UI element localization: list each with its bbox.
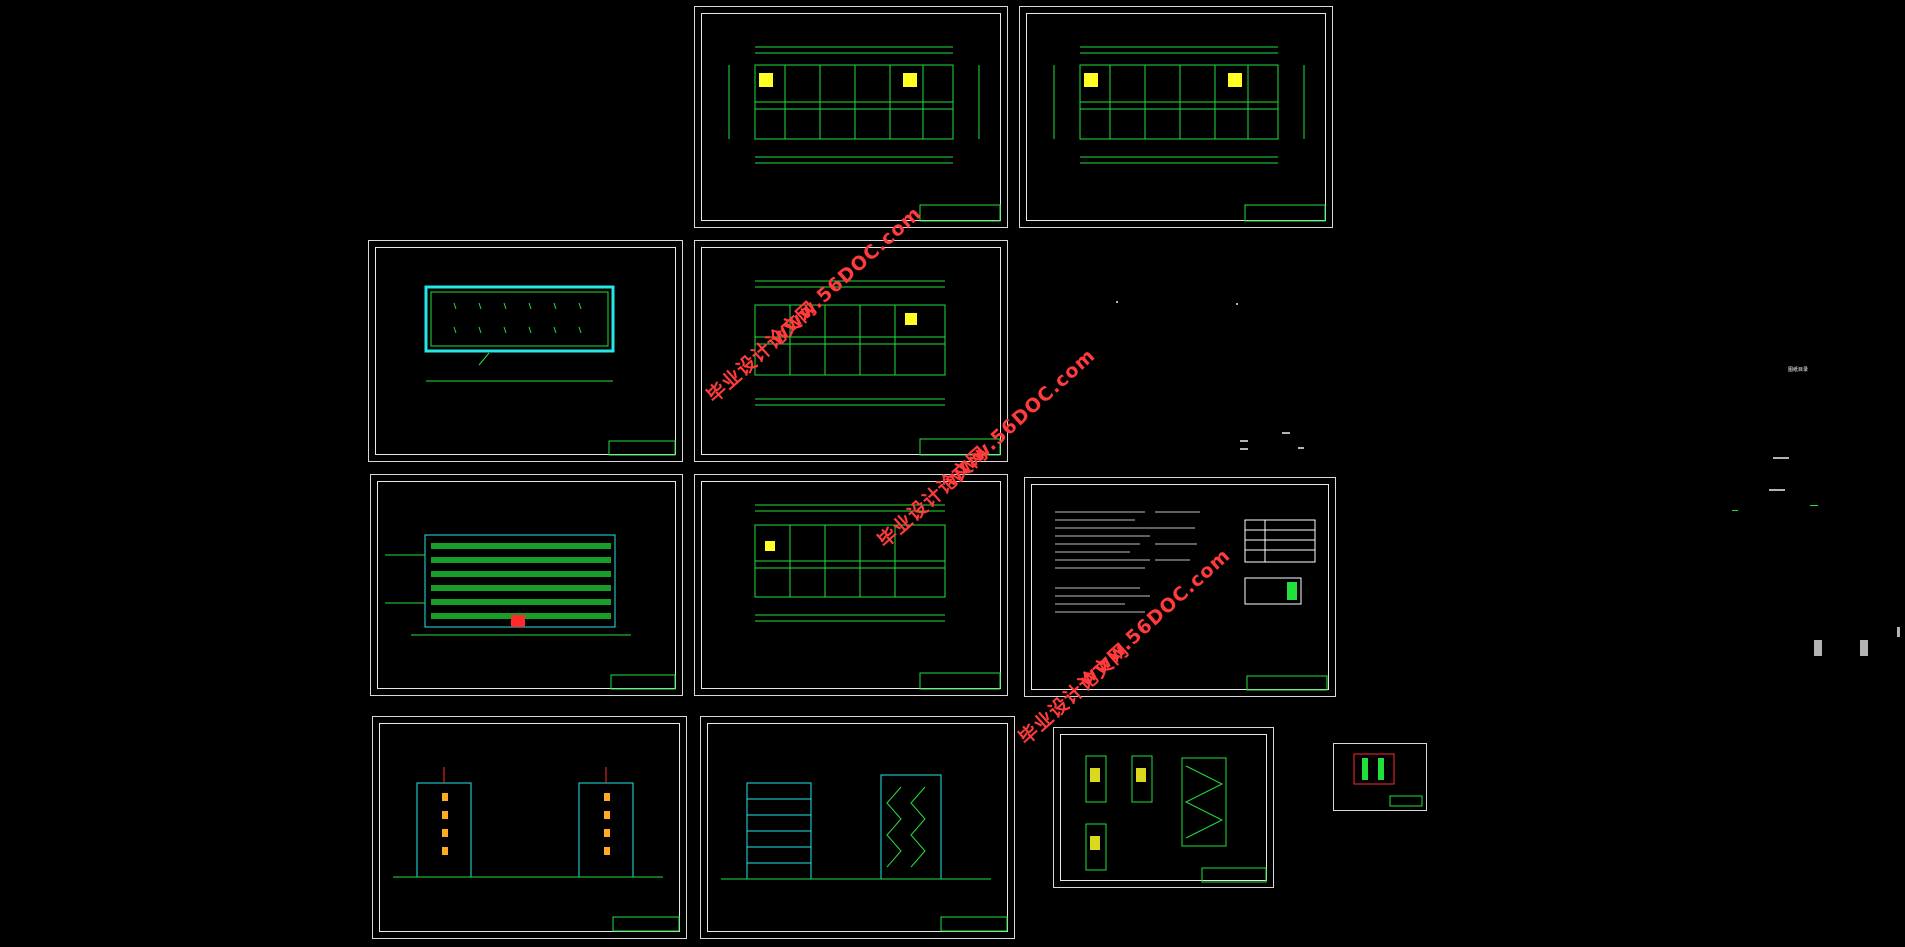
sheet-border	[377, 481, 676, 689]
floor-plan-drawing	[754, 504, 1001, 690]
section-drawing	[721, 774, 1008, 932]
drawing-sheet-stair-details[interactable]	[1053, 727, 1274, 888]
sheet-border	[701, 481, 1001, 689]
roof-plan-drawing	[424, 285, 676, 456]
drawing-sheet-sections[interactable]	[700, 716, 1015, 939]
sheet-border	[379, 723, 680, 932]
drawing-sheet-detail-small[interactable]	[1333, 743, 1427, 811]
sheet-border	[375, 247, 676, 455]
side-elevation-drawing	[393, 767, 680, 932]
sheet-border	[701, 247, 1001, 455]
sheet-border	[1060, 734, 1267, 881]
drawing-sheet-roof-plan[interactable]	[368, 240, 683, 462]
small-detail-drawing	[1353, 753, 1423, 807]
drawing-sheet-plan-a[interactable]	[694, 6, 1008, 228]
sheet-border	[707, 723, 1008, 932]
floor-plan-drawing	[728, 46, 1001, 222]
drawing-sheet-front-elevation[interactable]	[370, 474, 683, 696]
floor-plan-drawing	[754, 280, 1001, 456]
notes-drawing	[1055, 511, 1328, 691]
drawing-sheet-plan-c[interactable]	[694, 240, 1008, 462]
drawing-sheet-plan-d[interactable]	[694, 474, 1008, 696]
sheet-border	[701, 13, 1001, 221]
drawing-sheet-side-elevations[interactable]	[372, 716, 687, 939]
drawing-sheet-design-notes[interactable]	[1024, 477, 1336, 697]
legend-label: 图纸目录	[1788, 367, 1809, 373]
floor-plan-drawing	[1053, 46, 1326, 222]
sheet-border	[1026, 13, 1326, 221]
elevation-drawing	[385, 534, 676, 690]
drawing-sheet-plan-b[interactable]	[1019, 6, 1333, 228]
sheet-border	[1031, 484, 1329, 690]
stair-detail-drawing	[1085, 755, 1267, 883]
